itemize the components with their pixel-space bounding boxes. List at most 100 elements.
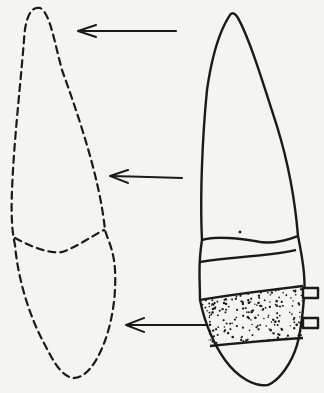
stipple-dot	[218, 288, 220, 290]
stipple-dot	[269, 287, 271, 289]
stipple-dot	[293, 327, 295, 329]
stipple-dot	[228, 306, 230, 308]
crown-mark	[239, 231, 242, 234]
stipple-dot	[208, 288, 210, 290]
stipple-dot	[199, 314, 201, 316]
stipple-dot	[259, 324, 261, 326]
stipple-dot	[231, 285, 233, 287]
stipple-dot	[240, 300, 242, 302]
stipple-dot	[260, 291, 262, 293]
stipple-dot	[291, 344, 293, 346]
stipple-dot	[245, 288, 248, 291]
stipple-dot	[240, 339, 242, 341]
stipple-dot	[248, 311, 250, 313]
stipple-dot	[234, 290, 236, 292]
stipple-dot	[211, 340, 213, 342]
stipple-dot	[291, 313, 293, 315]
stipple-dot	[225, 309, 227, 311]
stipple-dot	[258, 297, 260, 299]
stipple-dot	[213, 335, 215, 337]
stipple-dot	[251, 324, 253, 326]
stipple-dot	[257, 314, 259, 316]
stipple-dot	[259, 305, 261, 307]
stipple-dot	[212, 303, 214, 305]
stipple-dot	[211, 299, 213, 301]
stipple-dot	[295, 324, 298, 327]
stipple-dot	[258, 302, 260, 304]
stipple-dot	[212, 291, 214, 293]
stipple-dot	[212, 329, 214, 331]
stipple-dot	[224, 286, 226, 288]
stipple-dot	[292, 305, 294, 307]
dashed-crown-line	[15, 230, 104, 252]
stipple-dot	[209, 324, 212, 327]
stipple-dot	[229, 323, 231, 325]
stipple-dot	[226, 323, 228, 325]
stipple-dot	[263, 318, 264, 319]
stipple-dot	[252, 334, 254, 336]
stipple-dot	[215, 328, 217, 330]
stipple-dot	[219, 310, 221, 312]
stipple-dot	[281, 341, 283, 343]
stipple-dot	[214, 293, 216, 295]
stipple-dot	[277, 324, 279, 326]
stipple-dot	[235, 345, 237, 347]
stipple-dot	[276, 317, 278, 319]
stipple-dot	[216, 342, 218, 344]
stipple-dot	[234, 285, 235, 286]
stipple-dot	[214, 294, 215, 295]
stipple-dot	[277, 342, 279, 344]
stipple-dot	[201, 333, 203, 335]
stipple-dot	[210, 339, 212, 341]
stipple-dot	[269, 301, 271, 303]
dashed-tooth-outline	[12, 8, 116, 378]
stipple-dot	[293, 318, 295, 320]
stipple-dot	[231, 298, 233, 300]
stipple-dot	[300, 340, 302, 342]
stipple-dot	[268, 315, 270, 317]
stipple-dot	[224, 329, 226, 331]
stipple-dot	[246, 345, 248, 347]
stipple-dot	[207, 339, 209, 341]
stipple-dot	[236, 317, 238, 319]
stipple-dot	[242, 340, 244, 342]
stipple-dot	[217, 314, 219, 316]
stipple-dot	[257, 328, 259, 330]
stipple-dot	[236, 309, 238, 311]
arrows	[78, 25, 206, 332]
stipple-dot	[234, 319, 236, 321]
stipple-dot	[286, 337, 288, 339]
stipple-dot	[268, 339, 270, 341]
stipple-dot	[209, 321, 211, 323]
stipple-dot	[290, 297, 292, 299]
stipple-dot	[302, 300, 303, 301]
stipple-dot	[210, 314, 212, 316]
stipple-dot	[256, 304, 258, 306]
stipple-dot	[246, 311, 248, 313]
stipple-dot	[254, 303, 255, 304]
stipple-dot	[273, 332, 275, 334]
stipple-dot	[269, 329, 272, 332]
stipple-dot	[275, 300, 278, 303]
stipple-dot	[200, 331, 202, 333]
stipple-dot	[267, 316, 269, 318]
stipple-dot	[275, 304, 276, 305]
stipple-dot	[217, 334, 219, 336]
stipple-dot	[216, 283, 218, 285]
stipple-dot	[247, 293, 249, 295]
stipple-dot	[299, 334, 302, 337]
stipple-dot	[208, 303, 210, 305]
stipple-dot	[268, 344, 270, 346]
stipple-dot	[223, 299, 225, 301]
stipple-dot	[257, 325, 259, 327]
stipple-dot	[290, 325, 291, 326]
stipple-dot	[297, 334, 299, 336]
stipple-dot	[251, 311, 253, 313]
stipple-dot	[209, 316, 211, 318]
stipple-dot	[297, 302, 299, 304]
arrow-middle	[110, 170, 182, 183]
stipple-dot	[202, 304, 204, 306]
stipple-dot	[292, 300, 293, 301]
stipple-dot	[267, 292, 269, 294]
